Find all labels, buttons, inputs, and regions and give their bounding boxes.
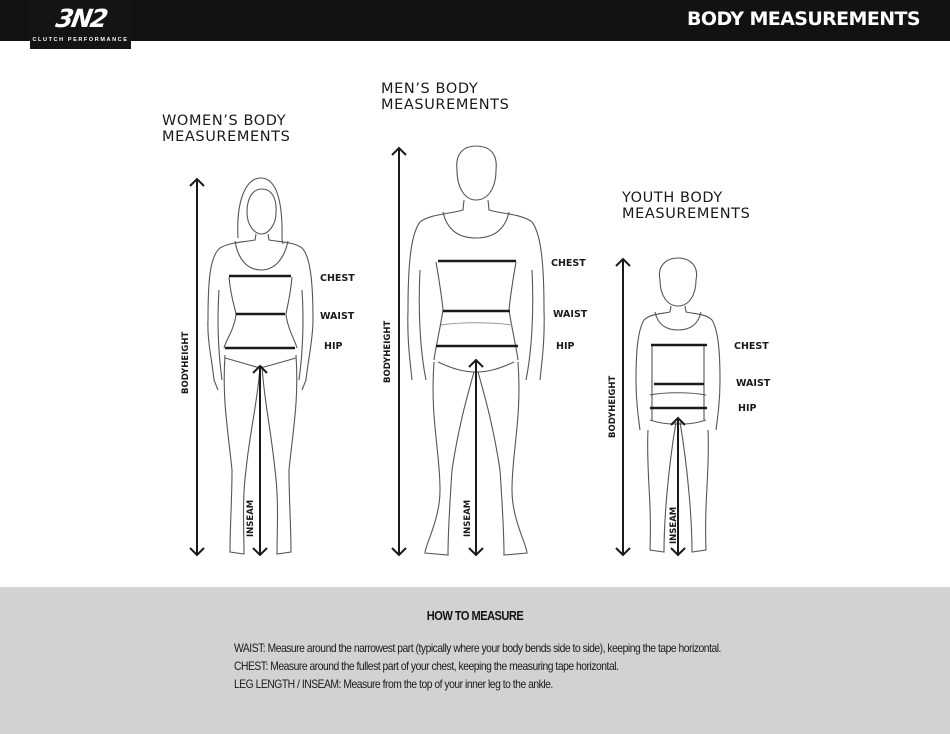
men-title-line1: MEN’S BODY: [381, 81, 479, 97]
women-bodyheight-arrow: [189, 177, 205, 557]
youth-bodyheight-label: BODYHEIGHT: [608, 376, 618, 438]
women-title-line2: MEASUREMENTS: [162, 129, 291, 145]
men-inseam-label: INSEAM: [463, 500, 473, 537]
youth-chest-label: CHEST: [734, 341, 769, 352]
men-hip-label: HIP: [556, 341, 574, 352]
women-title: WOMEN’S BODY MEASUREMENTS: [162, 113, 290, 145]
men-figure: CHEST WAIST HIP BODYHEIGHT INSEAM: [383, 145, 588, 557]
women-inseam-arrow: [252, 364, 268, 557]
men-chest-label: CHEST: [551, 258, 586, 269]
women-chest-label: CHEST: [320, 273, 355, 284]
women-figure: CHEST WAIST HIP BODYHEIGHT INSEAM: [181, 177, 355, 557]
youth-bodyheight-arrow: [615, 257, 631, 557]
women-title-line1: WOMEN’S BODY: [162, 113, 287, 129]
page-title: BODY MEASUREMENTS: [687, 8, 921, 30]
header-bar: [0, 0, 950, 41]
instruction-waist: WAIST: Measure around the narrowest part…: [234, 641, 721, 655]
brand-logo: 3N2 CLUTCH PERFORMANCE: [30, 0, 131, 49]
men-title: MEN’S BODY MEASUREMENTS: [381, 81, 509, 113]
instruction-chest: CHEST: Measure around the fullest part o…: [234, 659, 619, 673]
men-waist-label: WAIST: [553, 309, 588, 320]
youth-waist-label: WAIST: [736, 378, 771, 389]
how-to-measure-title: HOW TO MEASURE: [426, 608, 524, 623]
youth-inseam-label: INSEAM: [669, 507, 679, 544]
how-to-measure-instructions: WAIST: Measure around the narrowest part…: [234, 639, 754, 693]
youth-inseam-arrow: [670, 416, 686, 557]
women-waist-label: WAIST: [320, 311, 355, 322]
how-to-measure-panel: HOW TO MEASURE WAIST: Measure around the…: [0, 587, 950, 734]
men-bodyheight-label: BODYHEIGHT: [383, 321, 393, 383]
women-silhouette: [207, 177, 314, 555]
women-hip-label: HIP: [324, 341, 342, 352]
youth-title-line2: MEASUREMENTS: [622, 206, 751, 222]
men-bodyheight-arrow: [391, 146, 407, 557]
men-silhouette: [407, 145, 545, 556]
youth-title-line1: YOUTH BODY: [622, 190, 723, 206]
women-bodyheight-label: BODYHEIGHT: [181, 332, 191, 394]
logo-tagline: CLUTCH PERFORMANCE: [32, 37, 129, 43]
instruction-inseam: LEG LENGTH / INSEAM: Measure from the to…: [234, 677, 553, 691]
youth-figure: CHEST WAIST HIP BODYHEIGHT INSEAM: [608, 257, 771, 557]
youth-hip-label: HIP: [738, 403, 756, 414]
men-inseam-arrow: [468, 358, 484, 557]
women-inseam-label: INSEAM: [246, 500, 256, 537]
youth-title: YOUTH BODY MEASUREMENTS: [622, 190, 750, 222]
men-title-line2: MEASUREMENTS: [381, 97, 510, 113]
